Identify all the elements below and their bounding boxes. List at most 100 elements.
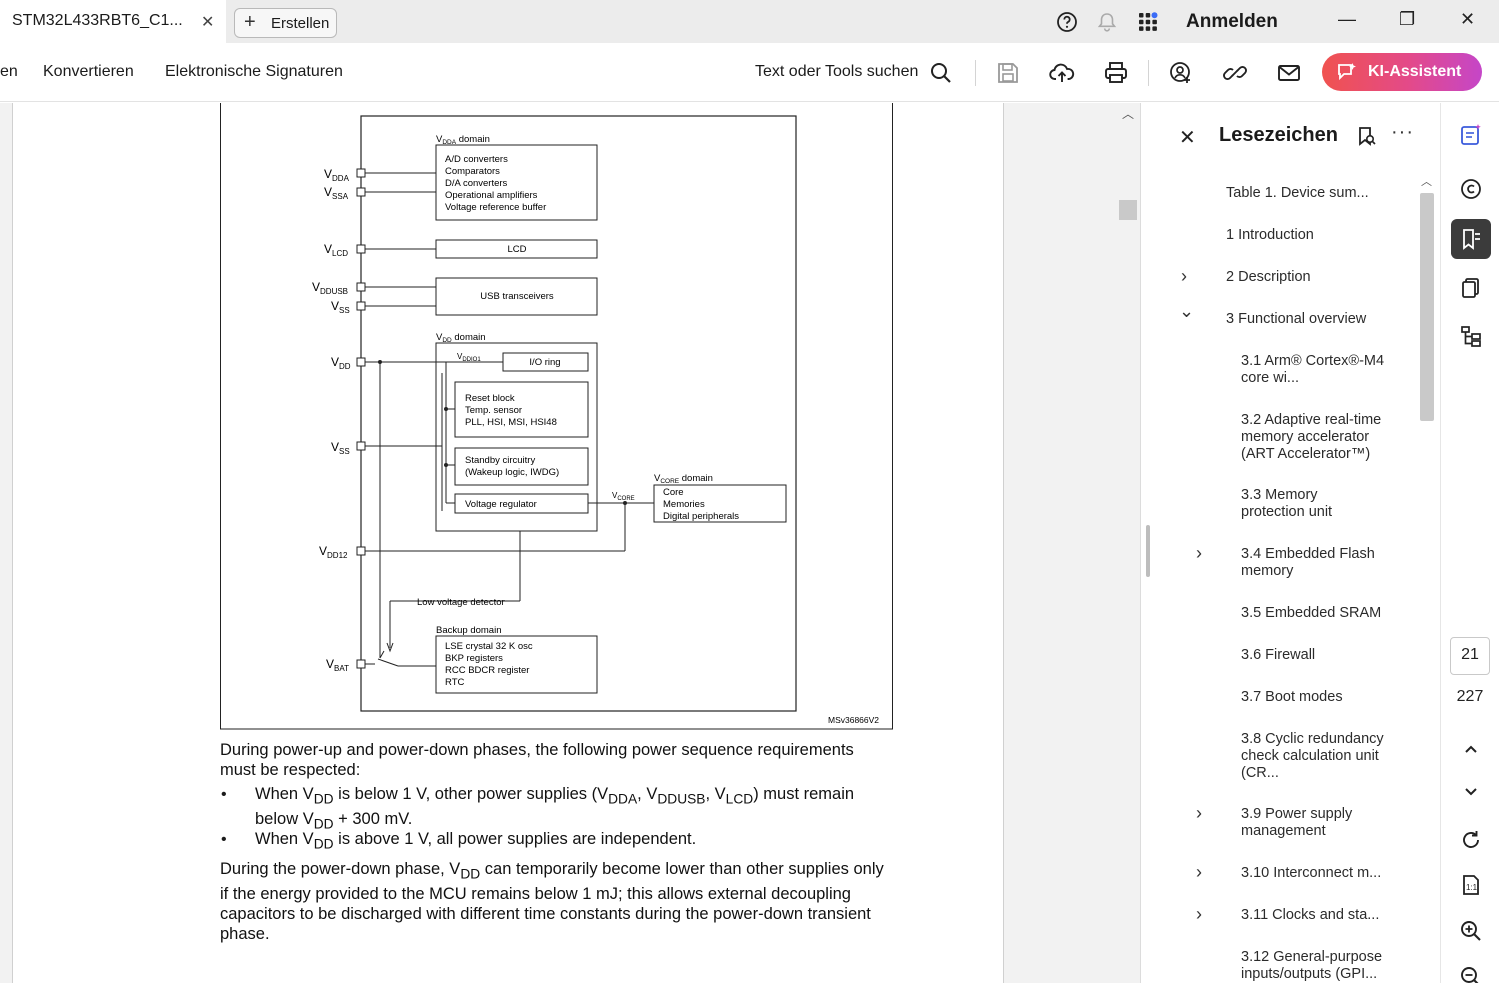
- search-tools-label[interactable]: Text oder Tools suchen: [755, 63, 919, 80]
- save-icon[interactable]: [995, 60, 1021, 86]
- bookmark-item[interactable]: 2 Description: [1226, 269, 1311, 285]
- ai-summary-icon[interactable]: [1459, 123, 1483, 147]
- pin-vdd12: VDD12: [319, 503, 626, 560]
- panel-title: Lesezeichen: [1219, 124, 1338, 146]
- standby-box: [454, 447, 589, 486]
- restore-button[interactable]: ❐: [1399, 9, 1416, 29]
- voltage-regulator-label: Voltage regulator: [465, 499, 537, 510]
- lcd-box: [435, 239, 598, 259]
- pin-vbat: VBAT: [326, 657, 436, 673]
- expand-chevron-icon[interactable]: ›: [1196, 862, 1202, 882]
- figure-frame: [220, 103, 893, 730]
- email-icon[interactable]: [1276, 60, 1302, 86]
- menu-e-signatures[interactable]: Elektronische Signaturen: [165, 63, 343, 80]
- pin-vdd: VDD: [331, 355, 503, 371]
- menu-convert[interactable]: Konvertieren: [43, 63, 134, 80]
- help-icon[interactable]: [1056, 11, 1078, 33]
- scroll-up-icon[interactable]: ︿: [1122, 107, 1135, 121]
- cloud-upload-icon[interactable]: [1049, 60, 1075, 86]
- bookmark-item[interactable]: 3 Functional overview: [1226, 311, 1367, 327]
- comment-icon[interactable]: [1459, 177, 1483, 201]
- bookmark-item[interactable]: 3.3 Memory protection unit: [1241, 487, 1333, 520]
- right-tool-rail: 21 227 1:1: [1440, 103, 1499, 983]
- document-scrollbar[interactable]: ︿: [1110, 103, 1140, 983]
- bookmark-item[interactable]: 3.2 Adaptive real-time memory accelerato…: [1241, 412, 1382, 462]
- bookmark-item[interactable]: 3.7 Boot modes: [1241, 689, 1343, 705]
- usb-box: [435, 277, 598, 316]
- bookmarks-scrollbar[interactable]: ︿: [1418, 173, 1436, 983]
- vdda-box: [435, 144, 598, 221]
- bookmark-item[interactable]: 3.5 Embedded SRAM: [1241, 605, 1382, 621]
- bullet-1-text: When VDD is below 1 V, other power suppl…: [255, 785, 855, 832]
- more-options-icon[interactable]: ···: [1391, 121, 1414, 143]
- svg-text:VSS: VSS: [331, 440, 350, 456]
- bookmark-item[interactable]: 3.11 Clocks and sta...: [1241, 907, 1380, 923]
- pages-icon[interactable]: [1459, 276, 1483, 300]
- structure-tree-icon[interactable]: [1459, 324, 1483, 348]
- next-page-icon[interactable]: [1459, 780, 1483, 804]
- document-tab[interactable]: STM32L433RBT6_C1... ✕: [0, 0, 226, 43]
- bookmark-item[interactable]: 1 Introduction: [1226, 227, 1314, 243]
- vcore-domain-label: VCORE domain: [654, 473, 713, 485]
- total-pages: 227: [1456, 688, 1484, 705]
- panel-resize-handle[interactable]: [1146, 525, 1150, 577]
- expand-chevron-icon[interactable]: ›: [1196, 543, 1202, 563]
- document-viewport[interactable]: VDDA domain A/D converters Comparators D…: [0, 103, 1140, 983]
- previous-page-icon[interactable]: [1459, 737, 1483, 761]
- create-button[interactable]: + Erstellen: [234, 8, 337, 38]
- bookmark-item[interactable]: 3.6 Firewall: [1241, 647, 1316, 663]
- plus-icon: +: [244, 11, 256, 33]
- bookmark-item[interactable]: Table 1. Device sum...: [1226, 185, 1369, 201]
- expand-chevron-icon[interactable]: ›: [1181, 266, 1187, 286]
- search-icon[interactable]: [928, 60, 954, 86]
- share-user-icon[interactable]: [1168, 60, 1194, 86]
- title-bar: STM32L433RBT6_C1... ✕ + Erstellen A: [0, 0, 1499, 43]
- bookmark-item[interactable]: 3.9 Power supply management: [1241, 806, 1353, 839]
- bullet-2-text: When VDD is above 1 V, all power supplie…: [255, 830, 697, 852]
- ai-assistant-label: KI-Assistent: [1368, 63, 1462, 80]
- create-label: Erstellen: [271, 15, 330, 32]
- apps-grid-icon[interactable]: [1137, 11, 1159, 33]
- reset-block-text: Reset block Temp. sensor PLL, HSI, MSI, …: [465, 393, 557, 428]
- expand-chevron-icon[interactable]: ›: [1196, 803, 1202, 823]
- collapse-chevron-icon[interactable]: ⌄: [1179, 301, 1195, 321]
- notification-bell-icon[interactable]: [1096, 11, 1118, 33]
- zoom-out-icon[interactable]: [1459, 965, 1483, 983]
- print-icon[interactable]: [1103, 60, 1129, 86]
- tab-close-icon[interactable]: ✕: [201, 14, 215, 31]
- sign-in-button[interactable]: Anmelden: [1186, 11, 1278, 32]
- chip-outline: [360, 115, 797, 712]
- io-ring-box: [502, 352, 589, 372]
- main-toolbar: en Konvertieren Elektronische Signaturen…: [0, 43, 1499, 102]
- low-voltage-detector-label: Low voltage detector: [417, 597, 505, 608]
- current-page-input[interactable]: 21: [1450, 637, 1490, 675]
- backup-box-text: LSE crystal 32 K osc BKP registers RCC B…: [445, 641, 535, 688]
- scroll-up-icon[interactable]: ︿: [1421, 176, 1432, 188]
- rotate-icon[interactable]: [1459, 828, 1483, 852]
- bookmark-item[interactable]: 3.8 Cyclic redundancy check calculation …: [1241, 731, 1384, 781]
- link-icon[interactable]: [1222, 60, 1248, 86]
- minimize-button[interactable]: —: [1338, 9, 1356, 29]
- scrollbar-thumb[interactable]: [1119, 200, 1137, 220]
- actual-size-icon[interactable]: 1:1: [1459, 873, 1483, 897]
- pin-vddusb: VDDUSB: [312, 280, 436, 296]
- menu-edit-partial[interactable]: en: [0, 63, 18, 80]
- bookmarks-icon[interactable]: [1459, 227, 1483, 251]
- vcore-box: [653, 484, 787, 523]
- bookmark-item[interactable]: 3.10 Interconnect m...: [1241, 865, 1382, 881]
- scrollbar-thumb[interactable]: [1420, 193, 1434, 421]
- bookmark-item[interactable]: 3.12 General-purpose inputs/outputs (GPI…: [1241, 949, 1383, 982]
- pin-vlcd: VLCD: [324, 242, 436, 258]
- close-window-button[interactable]: ✕: [1460, 9, 1476, 29]
- io-ring-label: I/O ring: [529, 357, 560, 368]
- zoom-in-icon[interactable]: [1459, 919, 1483, 943]
- expand-chevron-icon[interactable]: ›: [1196, 904, 1202, 924]
- bookmark-search-icon[interactable]: [1355, 125, 1377, 147]
- bookmark-item[interactable]: 3.1 Arm® Cortex®-M4 core wi...: [1241, 353, 1385, 386]
- close-panel-icon[interactable]: ✕: [1179, 127, 1196, 149]
- svg-text:VDD12: VDD12: [319, 544, 348, 560]
- ai-assistant-button[interactable]: KI-Assistent: [1322, 53, 1482, 91]
- bookmark-item[interactable]: 3.4 Embedded Flash memory: [1241, 546, 1375, 579]
- vdda-box-text: A/D converters Comparators D/A converter…: [445, 154, 546, 213]
